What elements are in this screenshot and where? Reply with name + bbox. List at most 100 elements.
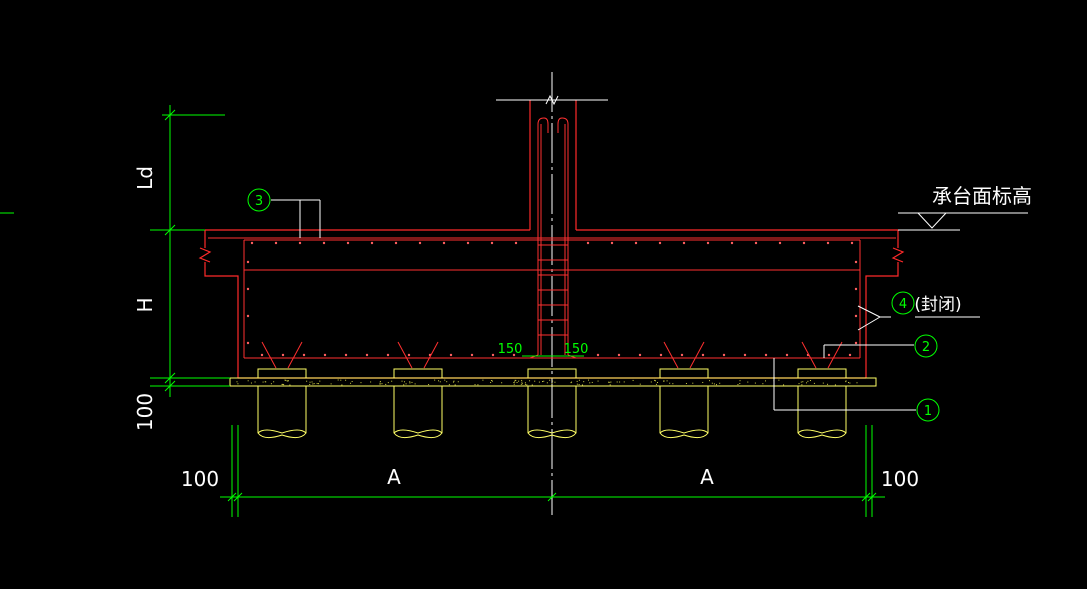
blinding-speckle	[739, 383, 741, 385]
blinding-speckle	[405, 383, 407, 385]
rebar-dot	[680, 353, 684, 357]
cap-rebars	[208, 237, 896, 359]
elevation-marker	[898, 212, 1028, 231]
rebar-dot	[826, 241, 830, 245]
rebar-dot	[682, 241, 686, 245]
blinding-speckle	[409, 381, 411, 383]
rebar-dot	[274, 241, 278, 245]
blinding-speckle	[538, 381, 540, 383]
blinding-speckle	[457, 381, 459, 383]
blinding-speckle	[754, 382, 756, 384]
blinding-speckle	[529, 380, 531, 382]
rebar-dot	[701, 353, 705, 357]
blinding-speckle	[654, 379, 656, 381]
blinding-speckle	[834, 384, 836, 386]
blinding-speckle	[798, 383, 800, 385]
rebar-dot	[246, 287, 250, 291]
dim-100-left-label: 100	[181, 467, 219, 491]
blinding-speckle	[588, 379, 590, 381]
blinding-speckle	[526, 384, 528, 386]
blinding-speckle	[403, 384, 405, 386]
blinding-speckle	[287, 380, 289, 382]
dim-a-left-label: A	[387, 465, 401, 489]
rebar-dot	[596, 353, 600, 357]
rebar-dot	[743, 353, 747, 357]
blinding-speckle	[543, 380, 545, 382]
blinding-speckle	[847, 382, 849, 384]
blinding-speckle	[236, 381, 238, 383]
blinding-speckle	[554, 381, 556, 383]
blinding-speckle	[521, 379, 523, 381]
blinding-speckle	[281, 383, 283, 385]
blinding-speckle	[454, 384, 456, 386]
blinding-speckle	[264, 381, 266, 383]
blinding-speckle	[552, 380, 554, 382]
blinding-speckle	[513, 383, 515, 385]
rebar-dot	[778, 241, 782, 245]
rebar-dot	[754, 241, 758, 245]
blinding-speckle	[237, 383, 239, 385]
blinding-speckle	[434, 379, 436, 381]
column	[496, 72, 608, 515]
rebar-dot	[722, 353, 726, 357]
elevation-label: 承台面标高	[932, 184, 1032, 208]
blinding-speckle	[340, 379, 342, 381]
blinding-speckle	[809, 380, 811, 382]
blinding-speckle	[845, 380, 847, 382]
blinding-speckle	[283, 384, 285, 386]
blinding-speckle	[663, 380, 665, 382]
dim-150-left-label: 150	[498, 342, 523, 357]
rebar-dot	[785, 353, 789, 357]
blinding-speckle	[515, 379, 517, 381]
rebar-dot	[418, 241, 422, 245]
rebar-dot	[848, 353, 852, 357]
blinding-speckle	[737, 384, 739, 386]
blinding-speckle	[282, 383, 284, 385]
rebar-dot	[302, 353, 306, 357]
blinding-speckle	[411, 381, 413, 383]
rebar-dot	[706, 241, 710, 245]
rebar-dot	[514, 241, 518, 245]
blinding-speckle	[531, 384, 533, 386]
rebar-dot	[449, 353, 453, 357]
blinding-speckle	[360, 382, 362, 384]
blinding-speckle	[576, 380, 578, 382]
blinding-speckle	[609, 381, 611, 383]
blinding-speckle	[632, 379, 634, 381]
rebar-dot	[323, 353, 327, 357]
blinding-speckle	[385, 383, 387, 385]
rebar-dot	[470, 353, 474, 357]
rebar-dot	[850, 241, 854, 245]
blinding-speckle	[318, 383, 320, 385]
dim-150-right-label: 150	[564, 342, 589, 357]
blinding-speckle	[619, 381, 621, 383]
blinding-speckle	[474, 384, 476, 386]
blinding-speckle	[623, 381, 625, 383]
blinding-speckle	[655, 383, 657, 385]
rebar-dot	[617, 353, 621, 357]
blinding-speckle	[379, 380, 381, 382]
pile	[393, 368, 443, 439]
blinding-speckle	[289, 384, 291, 386]
blinding-speckle	[379, 382, 381, 384]
rebar-dot	[854, 314, 858, 318]
blinding-speckle	[709, 380, 711, 382]
blinding-layer	[229, 377, 877, 387]
blinding-speckle	[309, 383, 311, 385]
blinding-speckle	[491, 380, 493, 382]
blinding-speckle	[404, 381, 406, 383]
blinding-speckle	[285, 379, 287, 381]
blinding-speckle	[719, 382, 721, 384]
blinding-speckle	[273, 381, 275, 383]
rebar-dot	[370, 241, 374, 245]
blinding-speckle	[284, 379, 286, 381]
blinding-speckle	[286, 380, 288, 382]
blinding-speckle	[663, 380, 665, 382]
blinding-speckle	[350, 382, 352, 384]
blinding-speckle	[370, 381, 372, 383]
rebar-dot	[764, 353, 768, 357]
dim-100-vertical-label: 100	[133, 393, 157, 431]
rebar-dot	[491, 353, 495, 357]
blinding-speckle	[319, 380, 321, 382]
